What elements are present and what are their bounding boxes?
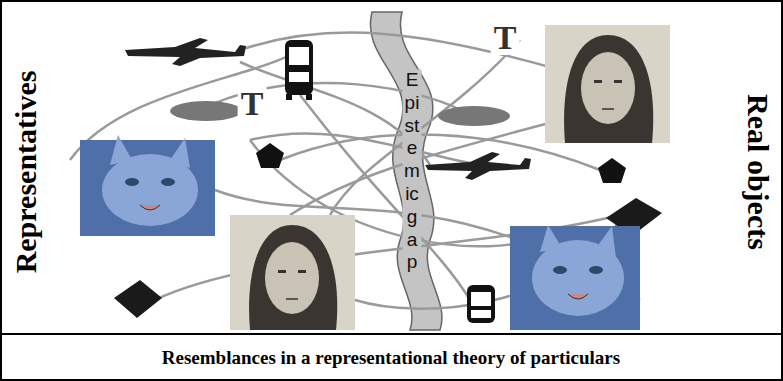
caption: Resemblances in a representational theor… [162,348,620,367]
band-label: Epistemic gap [403,69,422,274]
axis-label: Representatives [11,71,41,274]
letter-symbol: T [491,21,520,55]
axis-label: Real objects [743,94,773,250]
letter-symbol: T [238,87,267,121]
